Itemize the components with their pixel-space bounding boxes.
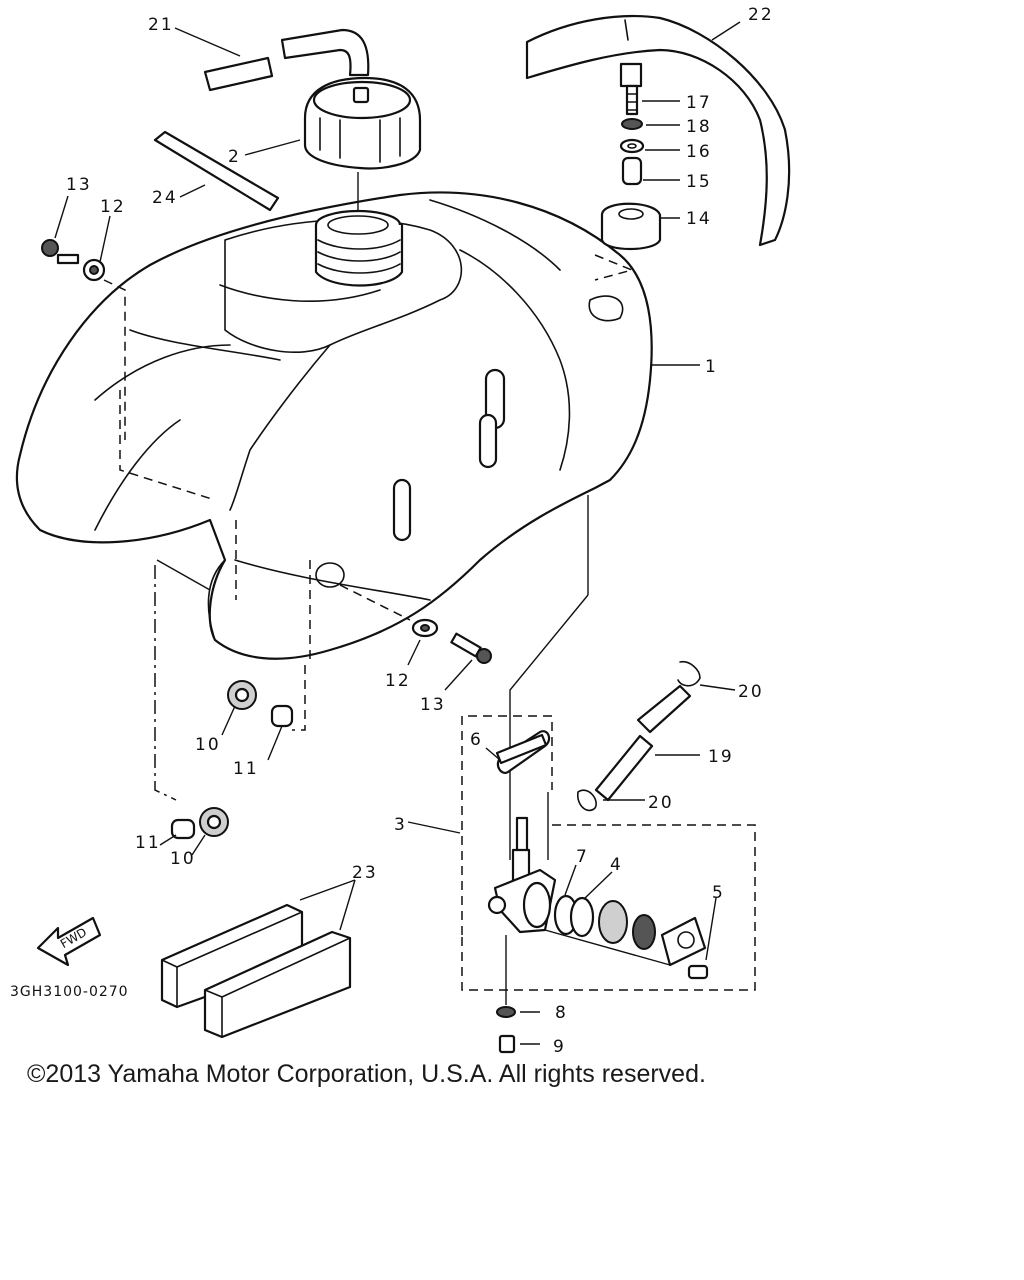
screw-washer-lower <box>339 584 492 664</box>
mounting-bolt-stack <box>594 62 662 281</box>
callout-17: 17 <box>686 93 712 113</box>
callout-23: 23 <box>352 863 378 883</box>
callout-5: 5 <box>712 883 725 903</box>
callout-15: 15 <box>686 172 712 192</box>
callout-11b: 11 <box>135 833 161 853</box>
seal-strip <box>153 130 280 212</box>
callout-12a: 12 <box>100 197 126 217</box>
callout-24: 24 <box>152 188 178 208</box>
callout-19: 19 <box>708 747 734 767</box>
callout-1: 1 <box>705 357 718 377</box>
copyright-notice: ©2013 Yamaha Motor Corporation, U.S.A. A… <box>27 1060 706 1088</box>
callout-16: 16 <box>686 142 712 162</box>
fuel-tank <box>15 191 653 660</box>
leader-lines <box>179 100 700 691</box>
callout-10b: 10 <box>170 849 196 869</box>
callout-4: 4 <box>610 855 623 875</box>
callout-3: 3 <box>394 815 407 835</box>
callout-10a: 10 <box>195 735 221 755</box>
callout-20a: 20 <box>738 682 764 702</box>
breather-hose <box>174 27 370 92</box>
screw-washer-left <box>41 195 126 440</box>
fuel-cock-assembly <box>299 495 756 1054</box>
damper-set <box>154 559 306 856</box>
diagram-code: 3GH3100-0270 <box>10 984 129 1000</box>
callout-18: 18 <box>686 117 712 137</box>
callout-21: 21 <box>148 15 174 35</box>
callout-6: 6 <box>470 730 483 750</box>
callout-12b: 12 <box>385 671 411 691</box>
callout-11a: 11 <box>233 759 259 779</box>
fuel-tank-exploded-diagram: FWD 1 2 3 4 5 6 7 8 9 10 10 11 11 12 12 … <box>10 5 791 1057</box>
callout-2: 2 <box>228 147 241 167</box>
callout-20b: 20 <box>648 793 674 813</box>
tank-strap <box>525 15 791 247</box>
callout-22: 22 <box>748 5 774 25</box>
callout-labels: 1 2 3 4 5 6 7 8 9 10 10 11 11 12 12 13 1… <box>66 5 774 1057</box>
callout-13a: 13 <box>66 175 92 195</box>
callout-14: 14 <box>686 209 712 229</box>
callout-13b: 13 <box>420 695 446 715</box>
callout-8: 8 <box>555 1003 568 1023</box>
callout-9: 9 <box>553 1037 566 1057</box>
foam-blocks <box>160 903 352 1039</box>
fuel-cap <box>303 76 422 210</box>
forward-arrow-icon: FWD <box>36 916 102 967</box>
callout-7: 7 <box>576 847 589 867</box>
